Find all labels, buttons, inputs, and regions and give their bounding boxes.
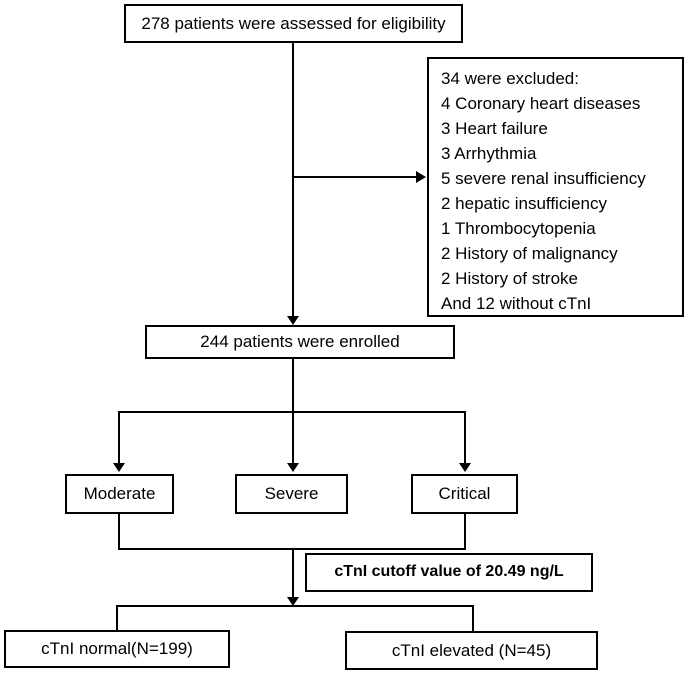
connector-eligibility-to-enrolled [292,43,294,317]
connector-merge-to-cutoff-branch [292,548,294,597]
node-ctni-cutoff: cTnI cutoff value of 20.49 ng/L [305,553,593,592]
connector-branch-to-ctni-elevated [472,605,474,633]
excluded-item: 1 Thrombocytopenia [441,219,596,238]
arrowhead-into-enrolled-icon [287,316,299,325]
excluded-item: 2 hepatic insufficiency [441,194,608,213]
connector-branch-to-ctni-normal [116,605,118,632]
arrowhead-into-severe-icon [287,463,299,472]
node-moderate: Moderate [65,474,174,514]
excluded-item: 3 Heart failure [441,119,548,138]
excluded-item: 2 History of stroke [441,269,578,288]
connector-branch-to-severe [292,411,294,463]
excluded-item: 2 History of malignancy [441,244,618,263]
node-enrolled: 244 patients were enrolled [145,325,455,359]
node-eligibility: 278 patients were assessed for eligibili… [124,4,463,43]
node-excluded: 34 were excluded: 4 Coronary heart disea… [427,57,684,317]
connector-critical-to-merge [464,514,466,550]
excluded-item: 5 severe renal insufficiency [441,169,646,188]
excluded-item: 3 Arrhythmia [441,144,537,163]
arrowhead-into-ctni-branch-icon [287,597,299,606]
connector-enrolled-to-branch [292,359,294,413]
connector-moderate-to-merge [118,514,120,550]
arrowhead-into-excluded-icon [416,171,426,183]
connector-branch-to-moderate [118,411,120,463]
connector-to-excluded [292,176,416,178]
excluded-title: 34 were excluded: [441,69,579,88]
node-severe: Severe [235,474,348,514]
excluded-item: 4 Coronary heart diseases [441,94,641,113]
excluded-item: And 12 without cTnI [441,294,592,313]
branch-line-ctni [116,605,474,607]
node-critical: Critical [411,474,518,514]
node-ctni-elevated: cTnI elevated (N=45) [345,631,598,670]
node-ctni-normal: cTnI normal(N=199) [4,630,230,668]
arrowhead-into-moderate-icon [113,463,125,472]
arrowhead-into-critical-icon [459,463,471,472]
connector-branch-to-critical [464,411,466,463]
